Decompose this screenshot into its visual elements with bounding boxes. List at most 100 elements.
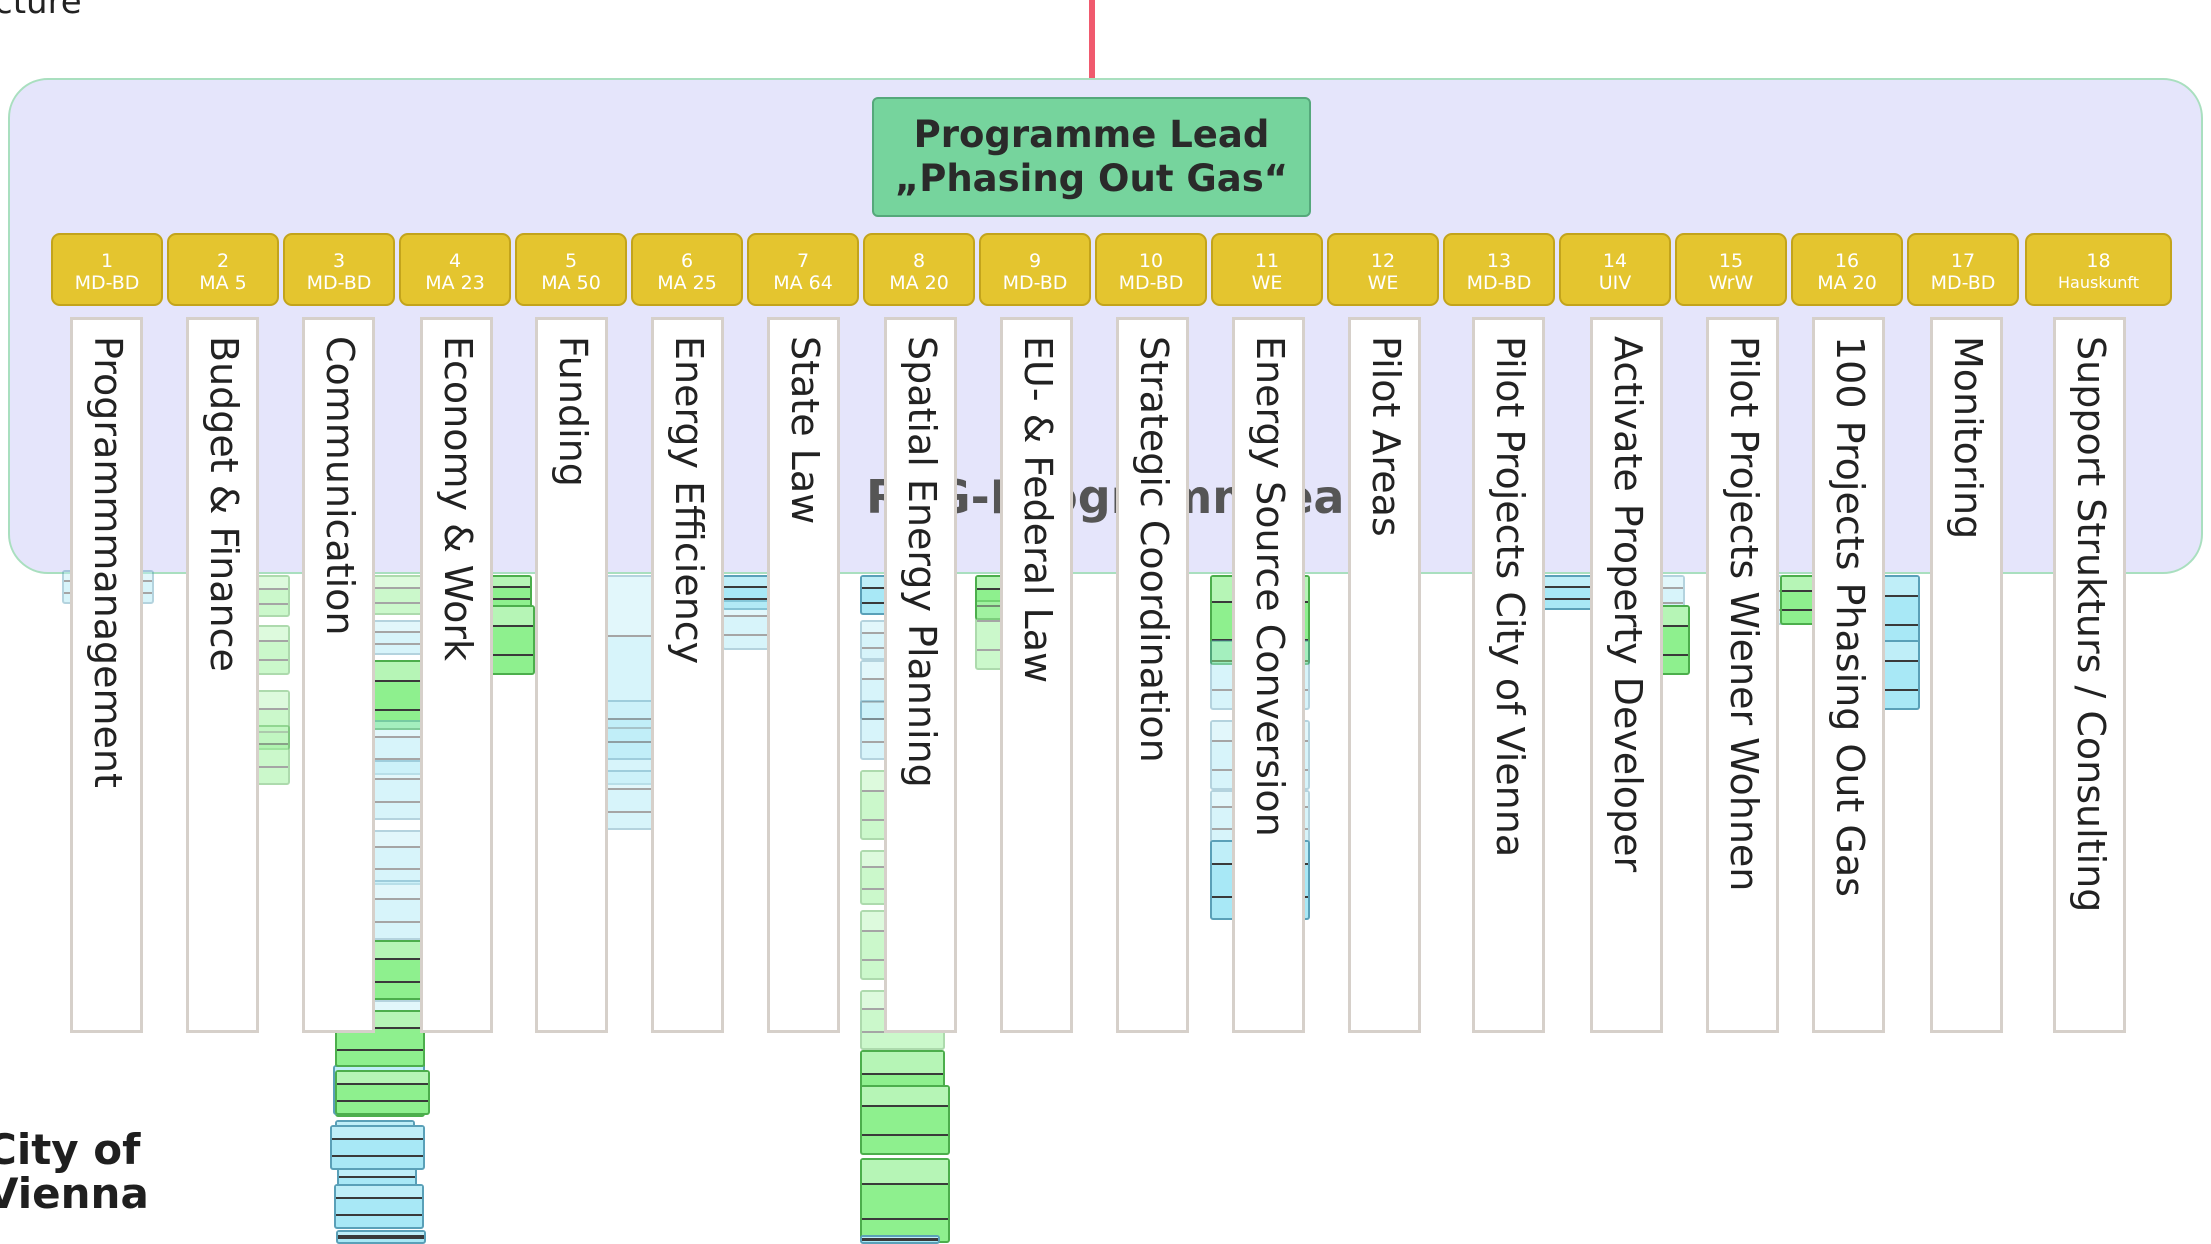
workstream-label: Communication	[318, 336, 362, 636]
task-card-header	[590, 772, 666, 790]
workstream-number: 10	[1138, 250, 1164, 272]
task-card	[334, 1184, 424, 1229]
workstream-strip-15[interactable]: Pilot Projects Wiener Wohnen	[1706, 317, 1779, 1033]
task-card-footer	[338, 1237, 424, 1242]
workstream-label: State Law	[783, 336, 827, 525]
workstream-label: Budget & Finance	[202, 336, 246, 672]
workstream-number: 15	[1718, 250, 1744, 272]
workstream-strip-4[interactable]: Economy & Work	[420, 317, 493, 1033]
workstream-strip-9[interactable]: EU- & Federal Law	[1000, 317, 1073, 1033]
task-card-footer	[337, 642, 423, 653]
task-card	[860, 1235, 940, 1244]
workstream-strip-7[interactable]: State Law	[767, 317, 840, 1033]
workstream-number: 5	[564, 250, 578, 272]
task-card	[330, 1125, 425, 1170]
workstream-strip-10[interactable]: Strategic Coordination	[1116, 317, 1189, 1033]
workstream-strip-5[interactable]: Funding	[535, 317, 608, 1033]
workstream-label: Pilot Projects Wiener Wohnen	[1722, 336, 1766, 892]
task-card	[490, 605, 535, 675]
workstream-label: Pilot Areas	[1364, 336, 1408, 537]
connector-line	[1089, 0, 1095, 99]
task-card-header	[1507, 577, 1593, 588]
workstream-org: MA 20	[889, 272, 949, 294]
task-card-footer	[492, 653, 533, 673]
task-card-footer	[337, 1049, 423, 1065]
task-card-header	[590, 702, 666, 720]
task-card-header	[492, 607, 533, 628]
workstream-org: MD-BD	[1002, 272, 1068, 294]
logo-line-2: Vienna	[0, 1169, 149, 1218]
task-card	[335, 1070, 430, 1115]
workstream-strip-3[interactable]: Communication	[302, 317, 375, 1033]
task-card-header	[337, 622, 423, 633]
workstream-number: 7	[796, 250, 810, 272]
task-card-footer	[862, 1217, 948, 1241]
workstream-strip-18[interactable]: Support Strukturs / Consulting	[2053, 317, 2126, 1033]
task-card-footer	[1782, 609, 1838, 623]
workstream-number: 13	[1486, 250, 1512, 272]
workstream-label: 100 Projects Phasing Out Gas	[1828, 336, 1872, 897]
task-card-header	[339, 1167, 415, 1178]
workstream-label: Pilot Projects City of Vienna	[1488, 336, 1532, 858]
task-card-footer	[862, 1031, 943, 1048]
task-card-footer	[337, 981, 423, 998]
workstream-strip-12[interactable]: Pilot Areas	[1348, 317, 1421, 1033]
task-card-header	[1662, 607, 1688, 628]
workstream-strip-16[interactable]: 100 Projects Phasing Out Gas	[1812, 317, 1885, 1033]
workstream-label: Monitoring	[1946, 336, 1990, 540]
task-card-header	[332, 1127, 423, 1141]
workstream-label: EU- & Federal Law	[1016, 336, 1060, 684]
page-heading-fragment: cture	[0, 0, 82, 22]
task-card-footer	[337, 921, 423, 938]
workstream-org: MA 25	[657, 272, 717, 294]
workstream-strip-11[interactable]: Energy Source Conversion	[1232, 317, 1305, 1033]
workstream-strip-14[interactable]: Activate Property Developer	[1590, 317, 1663, 1033]
programme-lead-box[interactable]: Programme Lead „Phasing Out Gas“	[872, 97, 1311, 217]
workstream-number: 3	[332, 250, 346, 272]
task-card-footer	[332, 1155, 423, 1168]
task-card-footer	[724, 597, 775, 608]
workstream-org: MA 20	[1817, 272, 1877, 294]
workstream-strip-13[interactable]: Pilot Projects City of Vienna	[1472, 317, 1545, 1033]
workstream-strip-8[interactable]: Spatial Energy Planning	[884, 317, 957, 1033]
task-card	[860, 1158, 950, 1243]
task-card-header	[1882, 642, 1918, 663]
workstream-org: WE	[1251, 272, 1283, 294]
workstream-strip-17[interactable]: Monitoring	[1930, 317, 2003, 1033]
workstream-number: 18	[2086, 250, 2111, 272]
workstream-strip-6[interactable]: Energy Efficiency	[651, 317, 724, 1033]
task-card	[336, 1230, 426, 1244]
workstream-label: Spatial Energy Planning	[900, 336, 944, 788]
workstream-label: Support Strukturs / Consulting	[2069, 336, 2113, 913]
workstream-strip-1[interactable]: Programmmanagement	[70, 317, 143, 1033]
task-card-footer	[1882, 688, 1918, 708]
task-card-footer	[590, 741, 666, 758]
task-card-footer	[590, 811, 666, 828]
workstream-number: 17	[1950, 250, 1976, 272]
task-card	[1880, 575, 1920, 645]
workstream-org: Hauskunft	[2058, 273, 2139, 292]
task-card-footer	[337, 708, 423, 728]
workstream-strip-2[interactable]: Budget & Finance	[186, 317, 259, 1033]
task-card	[1880, 640, 1920, 710]
task-card-footer	[862, 1238, 938, 1242]
workstream-org: WE	[1367, 272, 1399, 294]
